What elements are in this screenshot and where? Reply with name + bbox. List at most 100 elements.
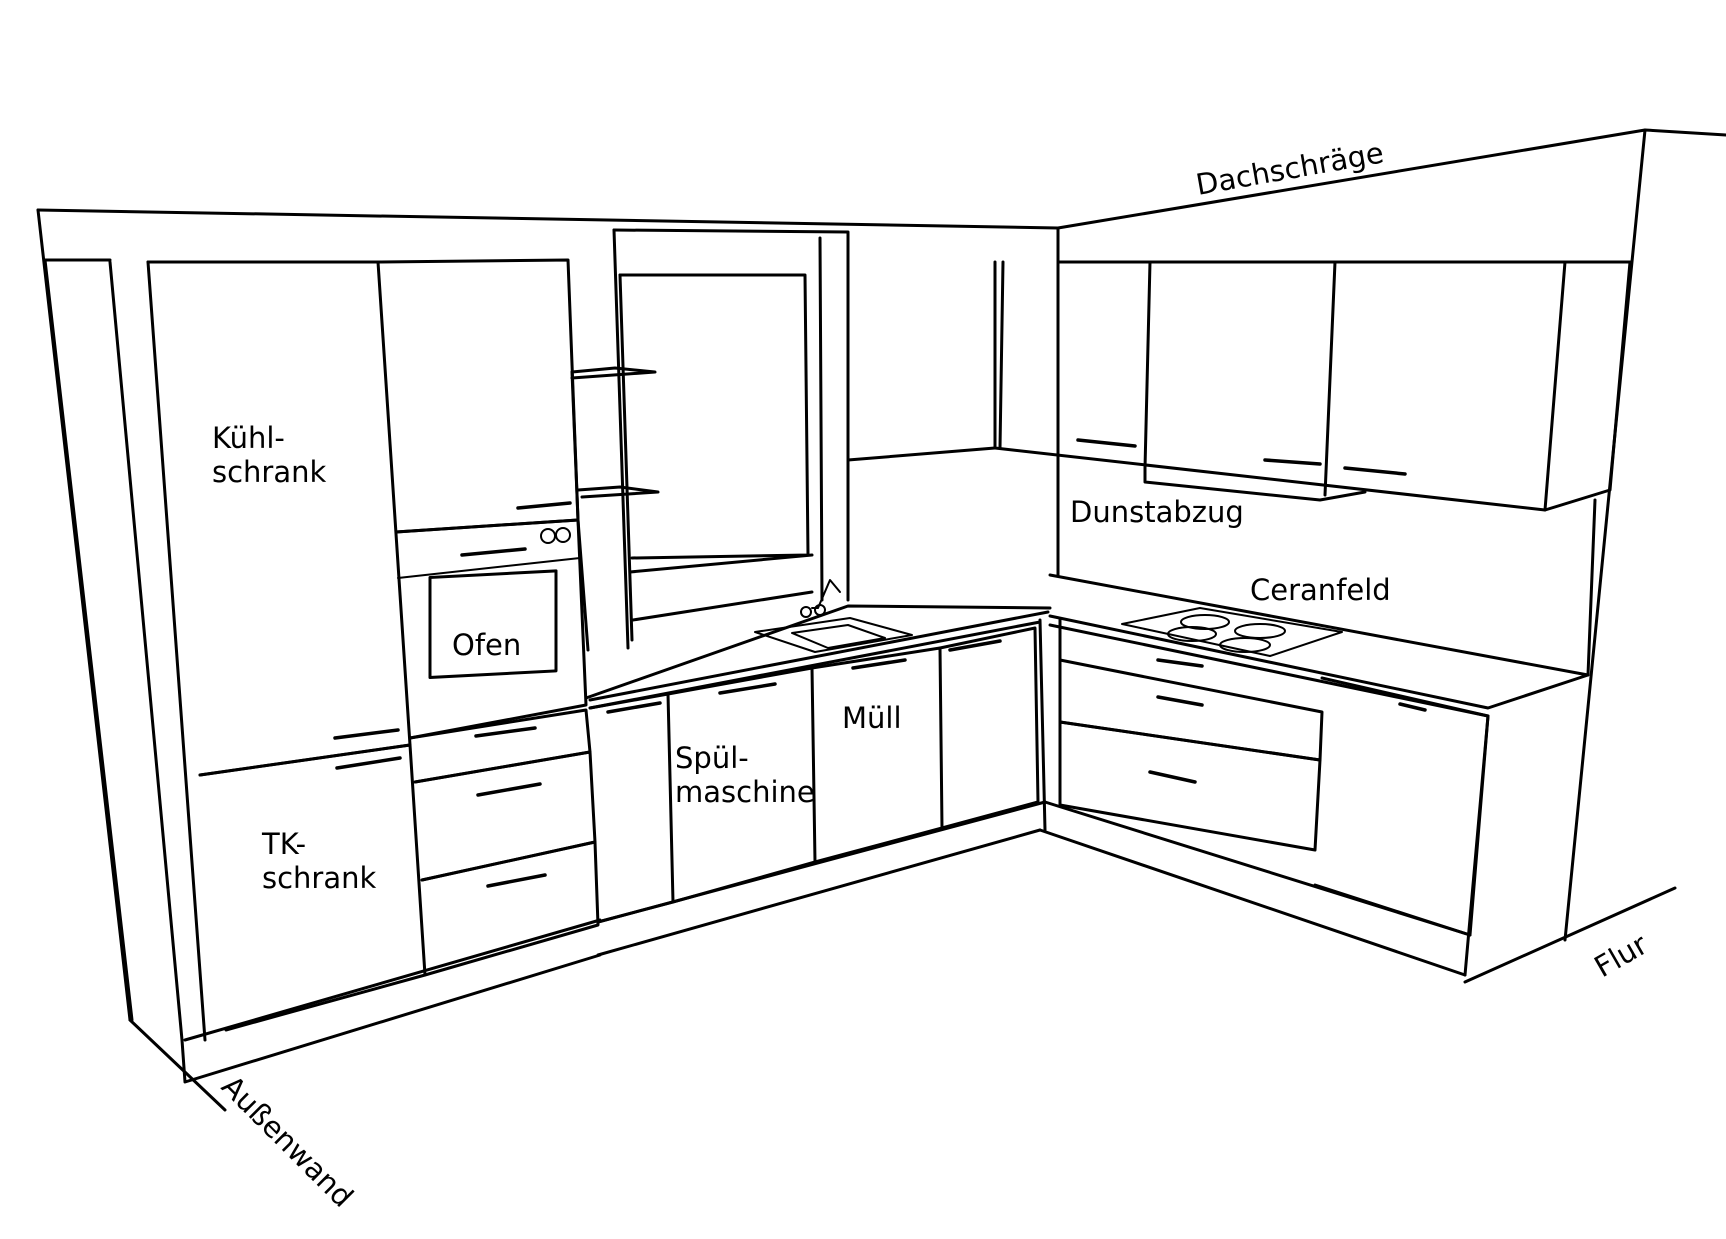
left-countertop-front bbox=[588, 610, 1050, 702]
label-dishwasher-line-2: maschine bbox=[675, 775, 815, 809]
hob-ring-4-icon bbox=[1219, 637, 1271, 653]
dishwasher-handle bbox=[718, 682, 777, 695]
hob-drawer-handle-2 bbox=[1148, 770, 1197, 784]
upper-cabinet-divider-1 bbox=[1143, 260, 1152, 470]
oven-frame bbox=[394, 518, 588, 740]
base-cabinet-1-handle bbox=[606, 701, 662, 714]
sink-basin bbox=[791, 624, 886, 649]
window-frame-right bbox=[818, 236, 824, 602]
hob-drawer-2 bbox=[1058, 720, 1322, 852]
left-wall-inner-edge bbox=[43, 258, 134, 1022]
right-wall-corner-line bbox=[1563, 128, 1647, 942]
tall-side-panel-2 bbox=[146, 260, 207, 1042]
window-niche-frame bbox=[612, 228, 850, 602]
hob-ring-2-icon bbox=[1234, 623, 1286, 639]
tall-side-panel-1 bbox=[108, 260, 184, 1042]
right-run-uppers bbox=[846, 260, 1632, 677]
oven-handle bbox=[460, 547, 527, 557]
label-outer-wall: Außenwand bbox=[215, 1069, 360, 1214]
waste-cabinet bbox=[810, 646, 944, 864]
drawer-handle-1 bbox=[474, 726, 537, 738]
drawer-handle-2 bbox=[476, 782, 542, 797]
right-plinth bbox=[1038, 828, 1467, 977]
upper-door-handle bbox=[516, 501, 572, 510]
hob-drawer-handle-1 bbox=[1156, 695, 1204, 707]
label-cooktop: Ceranfeld bbox=[1250, 573, 1391, 607]
extractor-hood bbox=[1143, 466, 1367, 502]
upper-cabinets-inner-left bbox=[998, 260, 1005, 450]
right-floor-edge bbox=[1463, 886, 1677, 984]
oven-window bbox=[428, 569, 558, 679]
upper-cabinets-frame bbox=[993, 260, 1632, 512]
upper-cabinet-divider-3 bbox=[1543, 260, 1567, 512]
base-cabinet-4 bbox=[938, 626, 1040, 830]
end-cabinet-handle bbox=[1398, 702, 1427, 712]
upper-handle-3 bbox=[1343, 466, 1407, 476]
waste-cabinet-handle bbox=[851, 658, 907, 670]
right-plinth-top bbox=[1043, 800, 1472, 937]
label-waste: Müll bbox=[842, 701, 902, 735]
oven-tower-upper-door bbox=[376, 258, 580, 534]
fridge-handle bbox=[333, 728, 400, 740]
right-countertop bbox=[1048, 573, 1590, 710]
niche-back-wall bbox=[846, 446, 997, 462]
oven-tower bbox=[376, 258, 600, 977]
base-cabinet-4-handle bbox=[948, 639, 1002, 652]
hob-drawer-1 bbox=[1058, 658, 1324, 762]
label-oven: Ofen bbox=[452, 628, 521, 662]
label-dishwasher-line-1: Spül- bbox=[675, 741, 749, 775]
left-wall-floor-edge bbox=[128, 1018, 227, 1112]
label-freezer-line-2: schrank bbox=[262, 861, 377, 895]
upper-cabinet-divider-2 bbox=[1323, 260, 1337, 497]
shelf-upright bbox=[576, 518, 590, 652]
hob-drawer-handle-0 bbox=[1156, 658, 1204, 668]
drawer-handle-3 bbox=[486, 873, 547, 888]
upper-handle-1 bbox=[1076, 438, 1137, 448]
label-roof-slope: Dachschräge bbox=[1193, 135, 1386, 201]
label-fridge-line-1: Kühl- bbox=[212, 421, 285, 455]
window-frame-left bbox=[618, 273, 634, 642]
window-area bbox=[570, 228, 850, 652]
label-freezer-line-1: TK- bbox=[261, 827, 306, 861]
room-walls bbox=[36, 128, 1726, 1112]
sink bbox=[754, 617, 913, 653]
hob-ring-3-icon bbox=[1167, 626, 1217, 642]
cooktop bbox=[1121, 607, 1343, 657]
end-cabinet bbox=[1313, 676, 1490, 937]
upper-handle-2 bbox=[1263, 458, 1322, 466]
freezer-door bbox=[198, 743, 427, 1032]
oven-knob-1-icon bbox=[540, 528, 556, 544]
fridge-door bbox=[146, 260, 412, 777]
left-run-plinth bbox=[596, 828, 1042, 957]
label-fridge-line-2: schrank bbox=[212, 455, 327, 489]
shelf-lower bbox=[576, 485, 660, 499]
left-run-base bbox=[584, 579, 1052, 957]
niche-wall-line bbox=[1586, 498, 1597, 677]
faucet-knob-icon bbox=[800, 606, 812, 618]
roof-slope-edge bbox=[1056, 128, 1726, 230]
oven-drawer-3 bbox=[420, 840, 600, 977]
corner-post bbox=[1038, 618, 1047, 832]
oven-control-strip bbox=[397, 557, 581, 579]
end-cabinet-side bbox=[1463, 714, 1490, 977]
shelf-bracket bbox=[570, 370, 580, 522]
label-extractor-hood: Dunstabzug bbox=[1070, 495, 1244, 529]
window-frame bbox=[618, 273, 810, 560]
faucet-icon bbox=[811, 579, 841, 609]
label-hallway: Flur bbox=[1589, 927, 1654, 984]
window-niche-left bbox=[612, 228, 630, 650]
shelf-upper bbox=[570, 366, 657, 380]
left-wall-top-edge bbox=[36, 208, 1060, 230]
window-sill-top bbox=[628, 553, 814, 574]
labels: Kühl- schrank TK- schrank Ofen Spül- mas… bbox=[212, 135, 1653, 1213]
tall-cabinet-unit bbox=[108, 260, 602, 1084]
window-sill-bottom bbox=[631, 590, 814, 622]
plinth-top-edge bbox=[183, 918, 602, 1042]
left-plinth bbox=[180, 953, 602, 1084]
left-countertop-back bbox=[584, 604, 1052, 700]
oven-knob-2-icon bbox=[555, 527, 571, 543]
base-cabinet-1 bbox=[588, 692, 675, 924]
right-run-base bbox=[1038, 573, 1590, 977]
left-run-plinth-top bbox=[596, 800, 1047, 924]
